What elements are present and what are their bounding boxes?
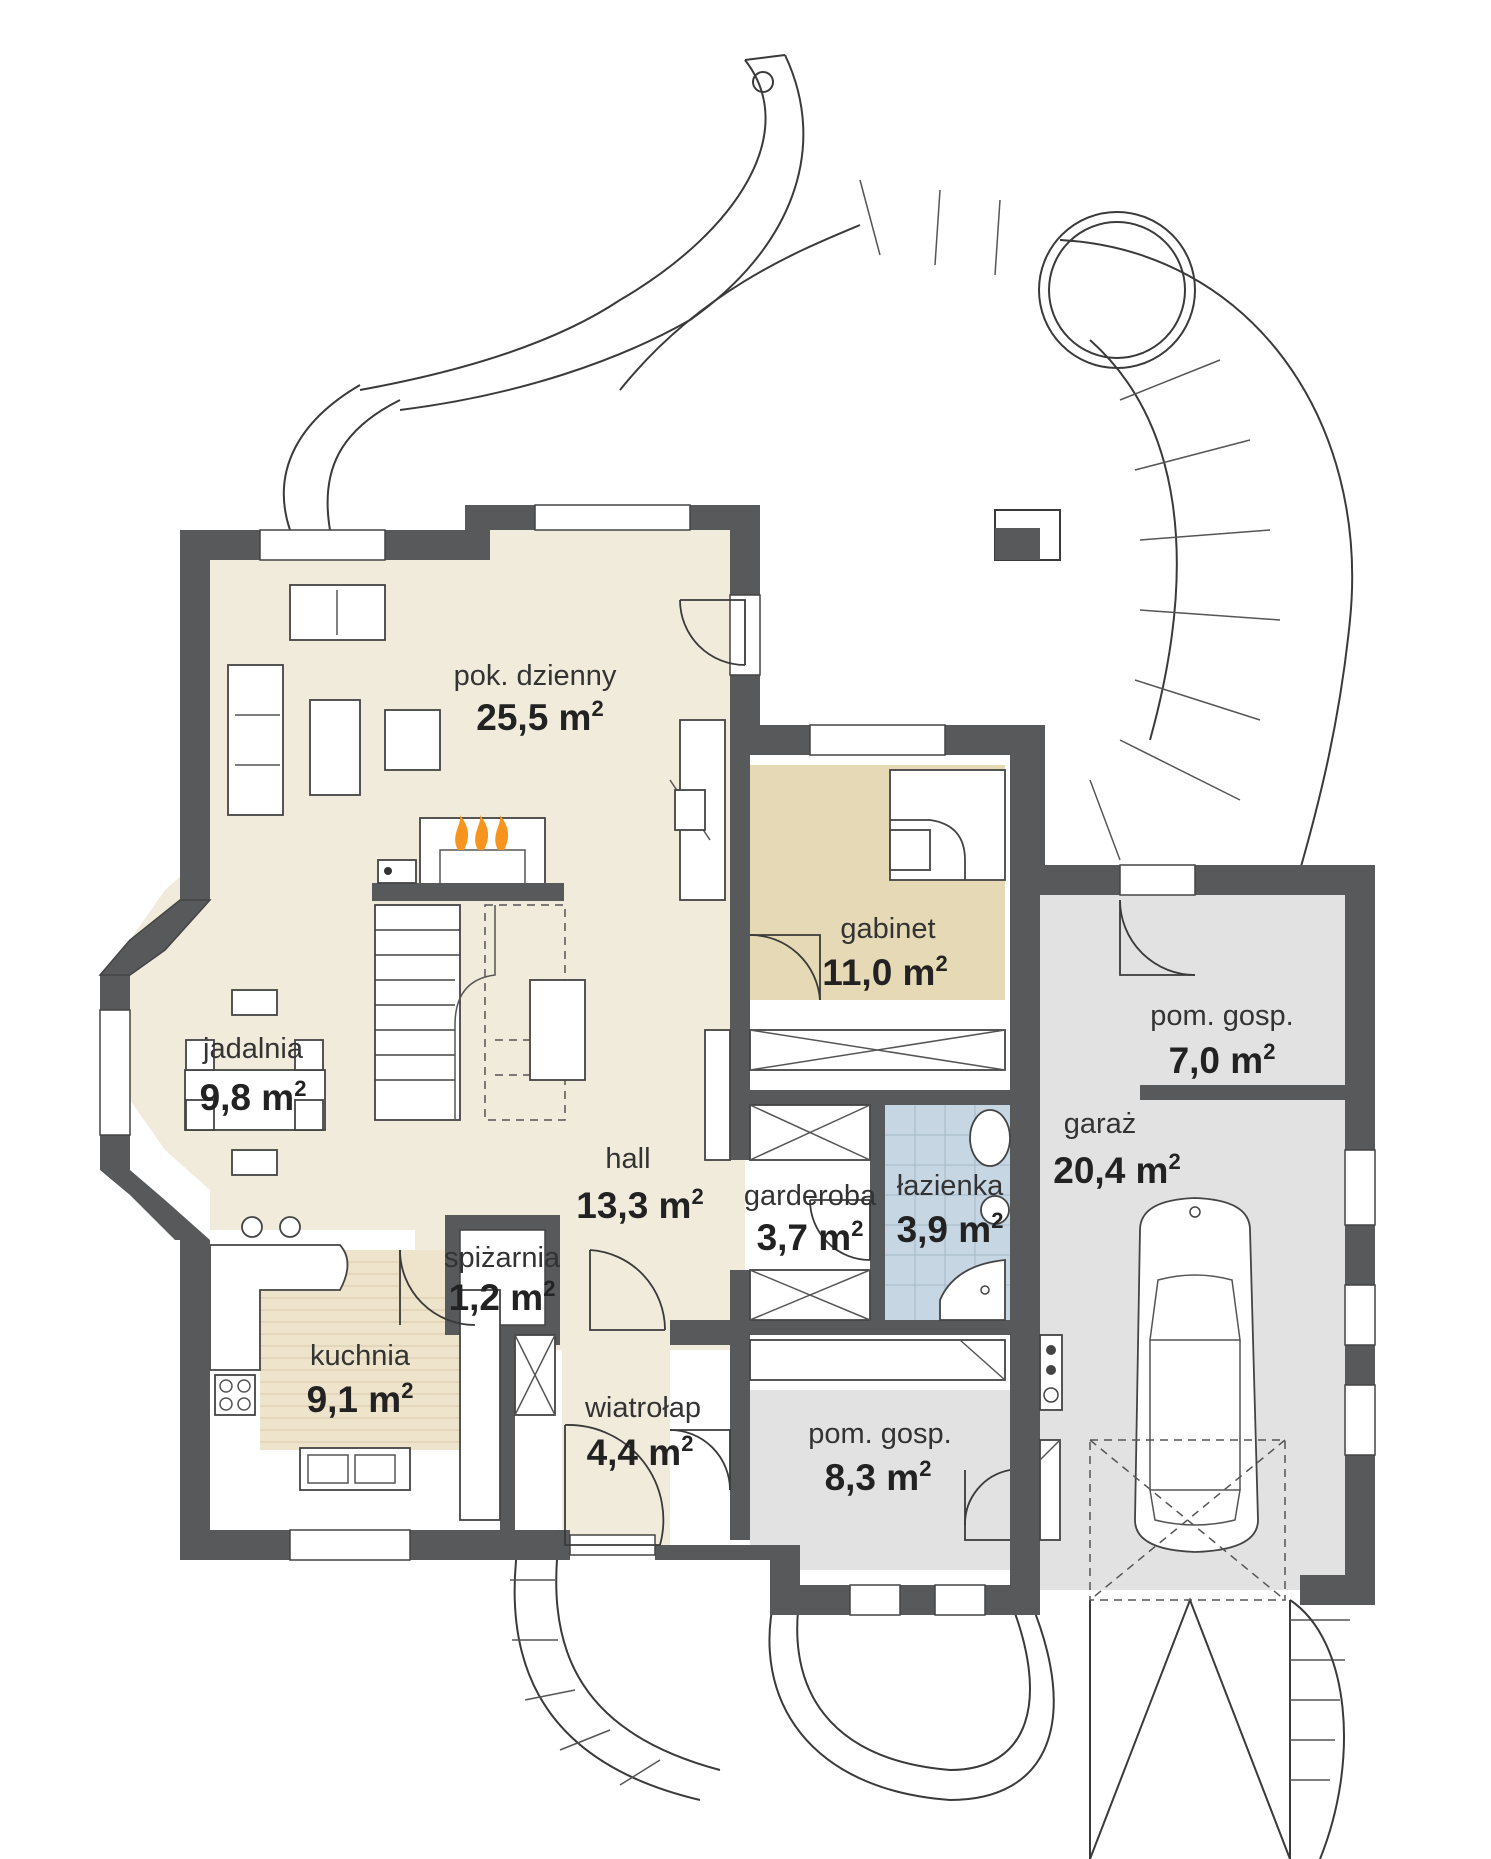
svg-text:9,1 m2: 9,1 m2 [307, 1378, 414, 1420]
svg-text:25,5 m2: 25,5 m2 [476, 696, 603, 738]
svg-text:pom. gosp.: pom. gosp. [1150, 1000, 1293, 1032]
room-label-wardrobe: garderoba 3,7 m2 [744, 1180, 877, 1258]
room-label-study: gabinet 11,0 m2 [822, 913, 947, 993]
svg-text:spiżarnia: spiżarnia [444, 1242, 561, 1274]
room-label-bathroom: łazienka 3,9 m2 [897, 1170, 1005, 1250]
room-label-garage: garaż 20,4 m2 [1053, 1108, 1180, 1191]
svg-text:jadalnia: jadalnia [202, 1033, 304, 1065]
svg-text:4,4 m2: 4,4 m2 [587, 1431, 694, 1473]
svg-text:gabinet: gabinet [840, 913, 935, 945]
svg-text:garaż: garaż [1064, 1108, 1137, 1140]
doors [399, 599, 1196, 1546]
svg-text:pom. gosp.: pom. gosp. [808, 1418, 951, 1450]
room-label-pantry: spiżarnia 1,2 m2 [444, 1242, 561, 1318]
svg-text:pok. dzienny: pok. dzienny [454, 660, 617, 692]
svg-text:7,0 m2: 7,0 m2 [1169, 1039, 1276, 1081]
walls [100, 505, 1375, 1615]
svg-text:wiatrołap: wiatrołap [584, 1392, 701, 1424]
svg-text:garderoba: garderoba [744, 1180, 877, 1212]
fireplace-flame-icon [455, 815, 509, 850]
svg-text:11,0 m2: 11,0 m2 [822, 951, 947, 993]
svg-text:3,7 m2: 3,7 m2 [757, 1216, 864, 1258]
furniture [184, 584, 1286, 1601]
svg-text:kuchnia: kuchnia [310, 1340, 411, 1372]
room-label-living-room: pok. dzienny 25,5 m2 [454, 660, 617, 738]
svg-text:3,9 m2: 3,9 m2 [897, 1208, 1004, 1250]
windows [98, 504, 1376, 1616]
svg-text:8,3 m2: 8,3 m2 [825, 1456, 932, 1498]
utility-floor [750, 1390, 1010, 1570]
room-label-vestibule: wiatrołap 4,4 m2 [584, 1392, 701, 1473]
room-labels: pok. dzienny 25,5 m2 gabinet 11,0 m2 pom… [200, 660, 1294, 1498]
room-label-dining-room: jadalnia 9,8 m2 [200, 1033, 307, 1118]
room-label-kitchen: kuchnia 9,1 m2 [307, 1340, 414, 1420]
svg-text:20,4 m2: 20,4 m2 [1053, 1149, 1180, 1191]
room-label-utility-room-1: pom. gosp. 7,0 m2 [1150, 1000, 1293, 1081]
room-label-hall: hall 13,3 m2 [576, 1143, 703, 1226]
svg-text:9,8 m2: 9,8 m2 [200, 1076, 307, 1118]
svg-text:1,2 m2: 1,2 m2 [449, 1276, 556, 1318]
room-label-utility-room-2: pom. gosp. 8,3 m2 [808, 1418, 951, 1498]
svg-text:hall: hall [605, 1143, 650, 1175]
svg-text:13,3 m2: 13,3 m2 [576, 1184, 703, 1226]
svg-text:łazienka: łazienka [897, 1170, 1004, 1202]
